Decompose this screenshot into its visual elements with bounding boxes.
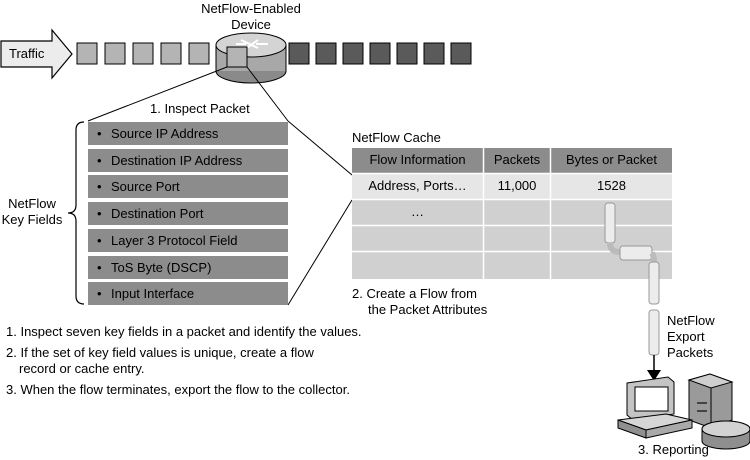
key-field-protocol: •Layer 3 Protocol Field (88, 229, 288, 252)
note-2-line1: 2. If the set of key field values is uni… (6, 345, 314, 360)
cache-cell: 1528 (597, 178, 626, 193)
export-label-line3: Packets (667, 345, 714, 360)
connector-line (287, 120, 353, 176)
note-3: 3. When the flow terminates, export the … (6, 382, 350, 397)
step2-line2: the Packet Attributes (368, 302, 488, 317)
router-icon (215, 32, 287, 84)
bullet-icon: • (97, 233, 102, 248)
cache-header-packets: Packets (493, 152, 541, 167)
packet (396, 42, 418, 65)
packet (132, 42, 154, 65)
connector-line (287, 199, 353, 306)
cache-cell: Address, Ports… (368, 178, 467, 193)
key-field-source-ip: •Source IP Address (88, 122, 288, 145)
export-label-line1: NetFlow (667, 313, 715, 328)
key-field-source-port: •Source Port (88, 175, 288, 198)
key-fields-label-line2: Key Fields (1, 212, 63, 227)
inspected-packet (226, 46, 248, 68)
cache-cell: 11,000 (497, 178, 537, 193)
device-title-line2: Device (231, 17, 271, 32)
packet (450, 42, 472, 65)
key-field-destination-port: •Destination Port (88, 202, 288, 225)
packet (76, 42, 98, 65)
step1-label: 1. Inspect Packet (150, 101, 250, 116)
note-1: 1. Inspect seven key fields in a packet … (6, 324, 362, 339)
export-label-line2: Export (667, 329, 705, 344)
arrow-down-icon (647, 370, 661, 381)
packet-stream (76, 42, 472, 65)
collector-icon (617, 373, 750, 450)
packet (369, 42, 391, 65)
note-2-line2: record or cache entry. (19, 361, 145, 376)
bullet-icon: • (97, 126, 102, 141)
packet (315, 42, 337, 65)
traffic-arrow (0, 28, 73, 80)
key-field-input-interface: •Input Interface (88, 282, 288, 305)
packet (160, 42, 182, 65)
bullet-icon: • (97, 206, 102, 221)
packet (342, 42, 364, 65)
cache-header-bytes: Bytes or Packet (565, 152, 658, 167)
cache-table-grid (352, 148, 672, 279)
cache-header-flow-info: Flow Information (369, 152, 466, 167)
key-fields-bracket (67, 121, 85, 305)
bullet-icon: • (97, 260, 102, 275)
key-field-tos: •ToS Byte (DSCP) (88, 256, 288, 279)
bullet-icon: • (97, 153, 102, 168)
bullet-icon: • (97, 286, 102, 301)
zoom-line (246, 66, 289, 122)
packet (104, 42, 126, 65)
traffic-label: Traffic (9, 46, 45, 61)
cache-title: NetFlow Cache (352, 130, 441, 145)
export-path (604, 202, 661, 381)
packet (423, 42, 445, 65)
bullet-icon: • (97, 179, 102, 194)
device-title-line1: NetFlow-Enabled (201, 1, 301, 16)
key-field-destination-ip: •Destination IP Address (88, 149, 288, 172)
step2-line1: 2. Create a Flow from (352, 286, 477, 301)
packet (288, 42, 310, 65)
cache-cell: … (411, 204, 424, 219)
zoom-line (87, 66, 228, 122)
key-fields-label-line1: NetFlow (8, 196, 56, 211)
packet (188, 42, 210, 65)
reporting-label: 3. Reporting (638, 442, 709, 457)
